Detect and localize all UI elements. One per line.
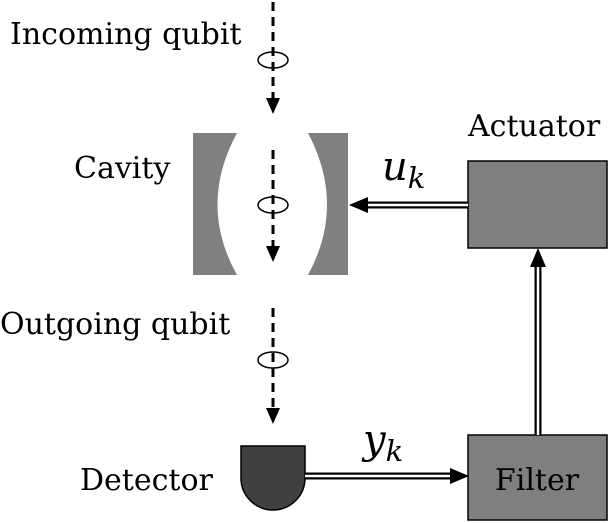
control-signal-arrow (349, 197, 468, 213)
cavity-right-mirror (308, 133, 348, 275)
cavity-left-mirror (193, 133, 237, 275)
incoming-qubit-icon (257, 51, 289, 69)
detector-icon (240, 445, 306, 511)
cavity-qubit-icon (257, 196, 289, 214)
filter-to-actuator-arrow (530, 248, 546, 435)
measurement-signal-label: yk (361, 417, 403, 468)
actuator-box (467, 160, 608, 249)
outgoing-qubit-icon (257, 351, 289, 369)
filter-box (467, 434, 608, 521)
cavity-qubit-beam (266, 150, 280, 262)
outgoing-qubit-label: Outgoing qubit (0, 307, 230, 342)
incoming-qubit-beam (266, 2, 280, 114)
detector-label: Detector (80, 463, 214, 498)
actuator-label: Actuator (467, 109, 601, 144)
filter-label: Filter (495, 463, 580, 498)
measurement-signal-arrow (305, 468, 469, 484)
cavity-label: Cavity (74, 151, 170, 186)
incoming-qubit-label: Incoming qubit (10, 17, 242, 52)
outgoing-qubit-beam (266, 308, 280, 424)
control-signal-label: uk (382, 144, 425, 195)
